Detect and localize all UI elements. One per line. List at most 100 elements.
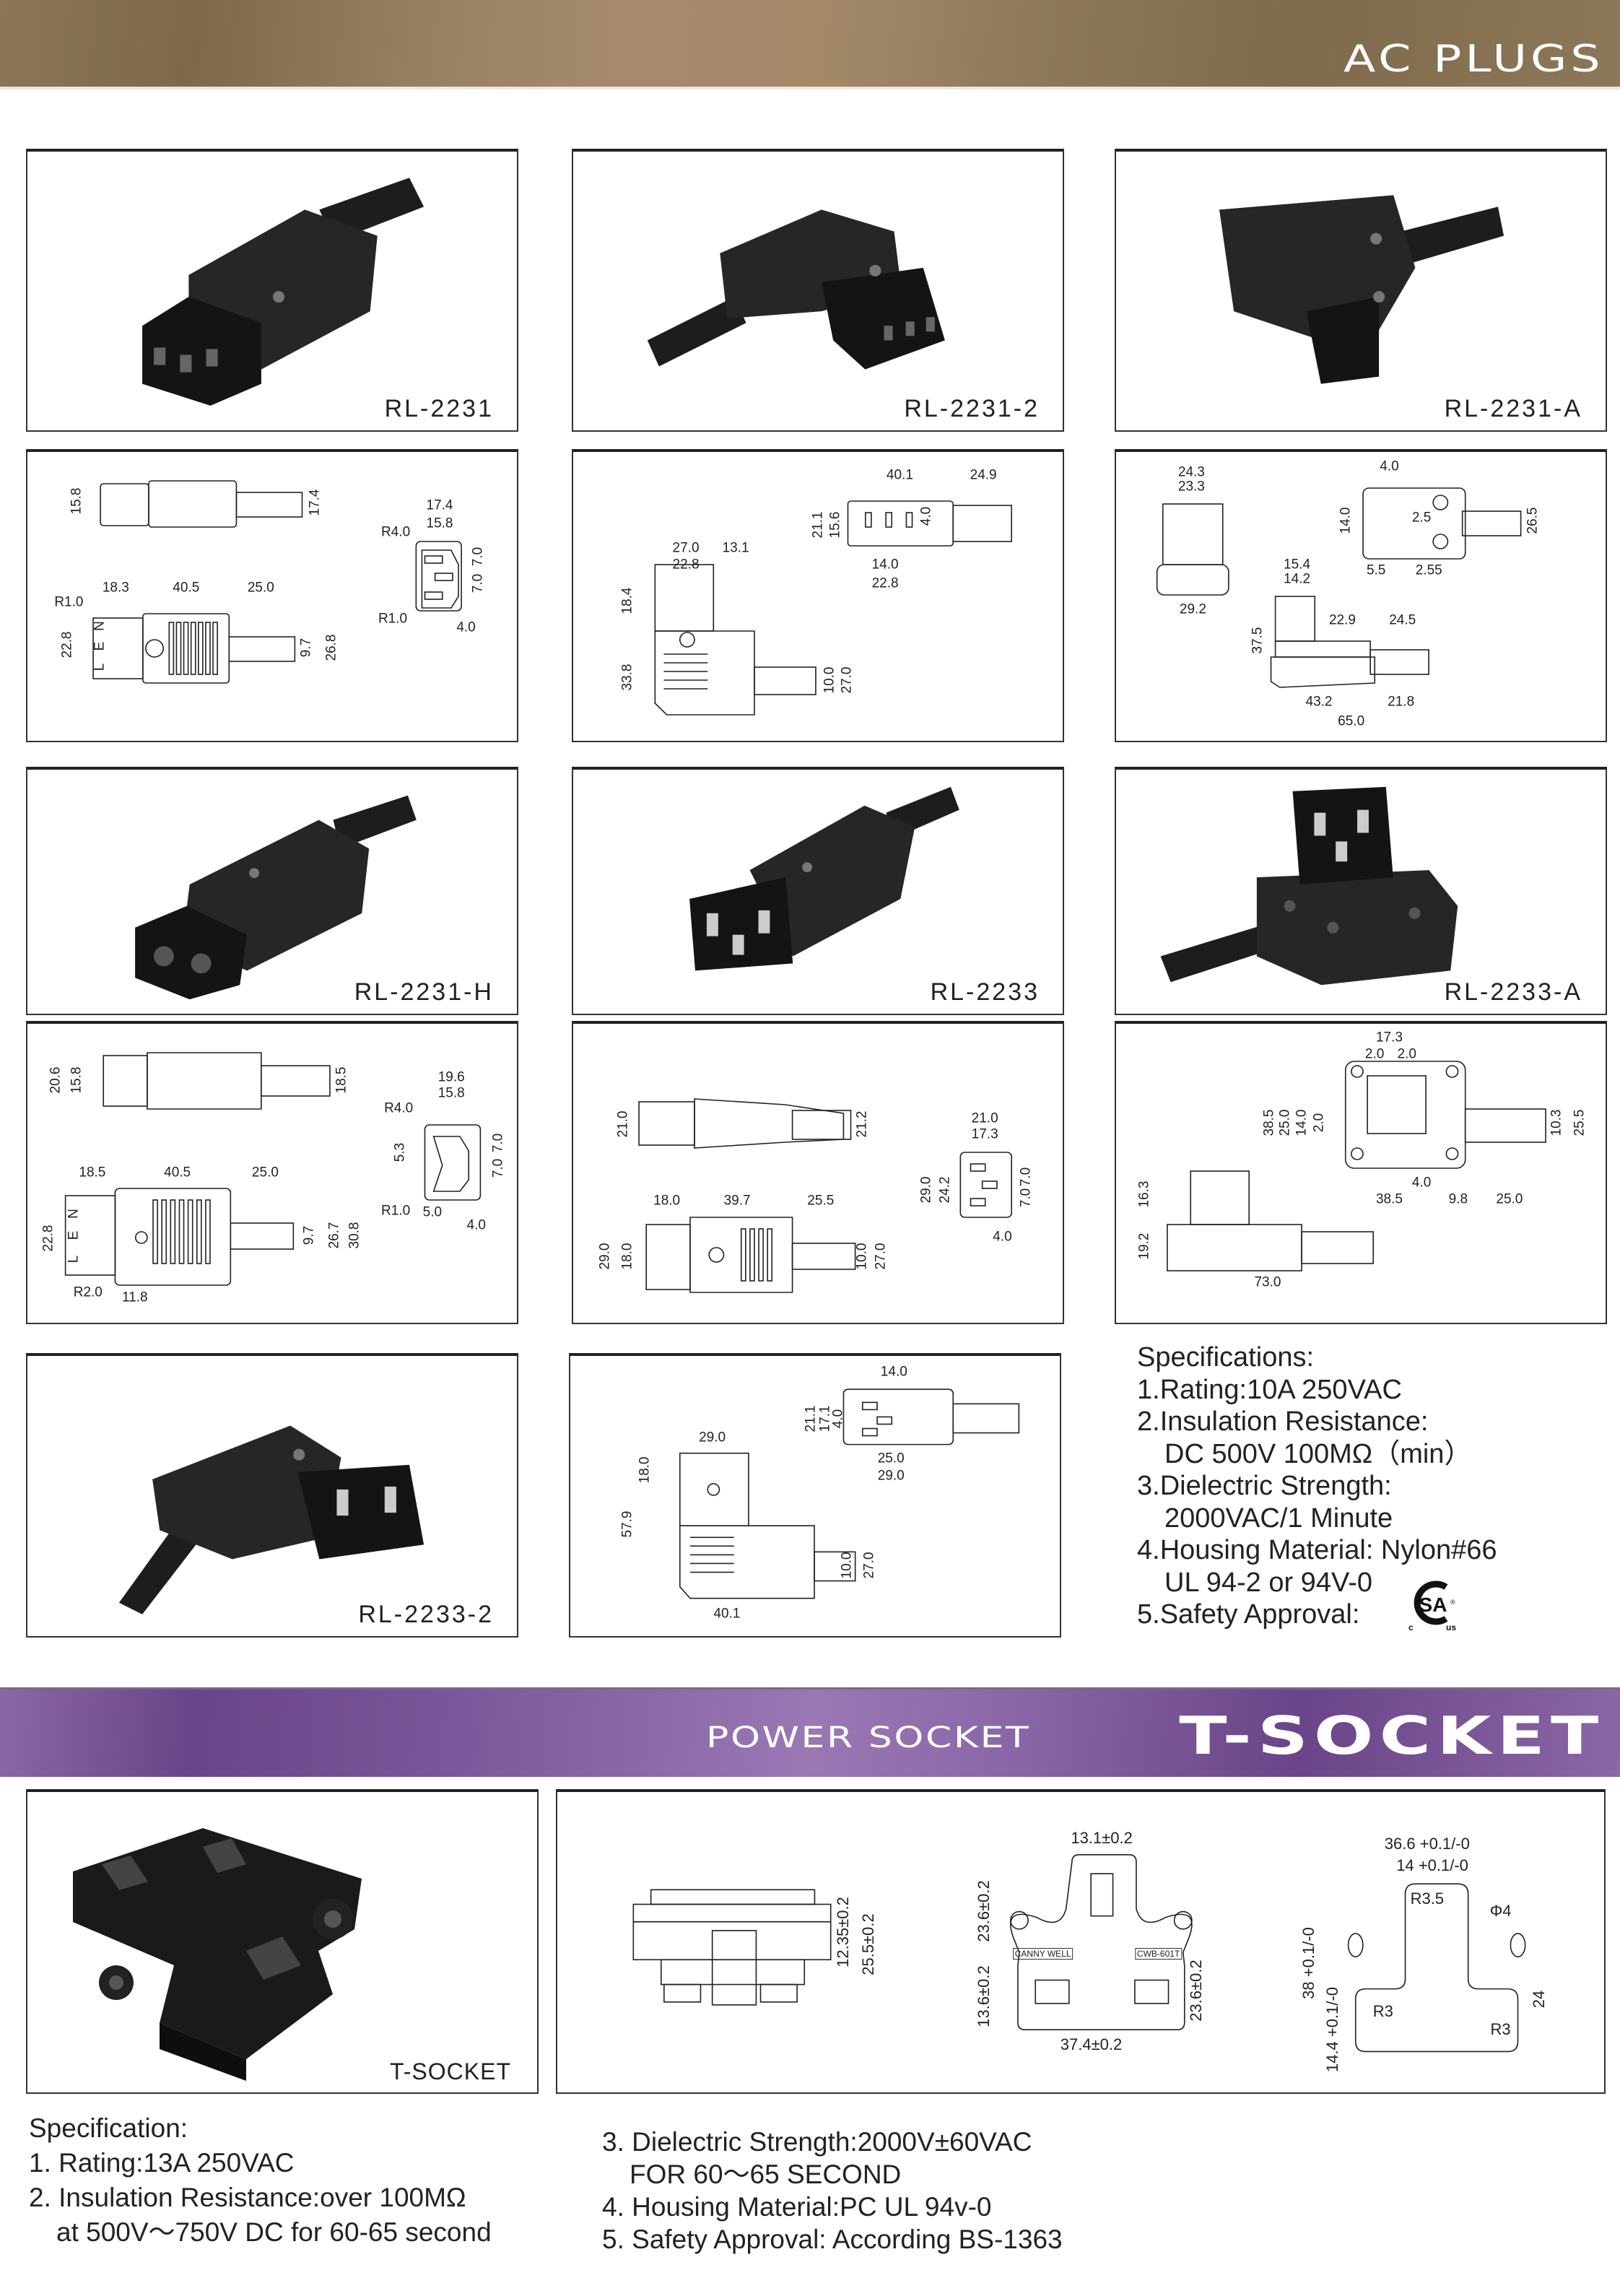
- dimension-label: 4.0: [918, 506, 934, 526]
- dimension-label: 22.8: [59, 631, 75, 658]
- header-banner: [0, 0, 1620, 90]
- dimension-label: 22.8: [672, 557, 700, 573]
- plug-image: [689, 786, 959, 971]
- dimension-label: 18.0: [619, 1243, 635, 1270]
- technical-drawing: [64, 1052, 482, 1286]
- dimension-label: 15.4: [1284, 557, 1311, 573]
- dimension-label: 40.1: [886, 467, 913, 483]
- csa-certification-logo: SA c us ®: [1404, 1574, 1462, 1632]
- dimension-label: 24.9: [970, 467, 997, 483]
- dimension-label: R3.5: [1410, 1889, 1445, 1908]
- dimension-label: 15.6: [827, 511, 843, 539]
- dimension-label: E: [92, 641, 108, 651]
- product-photo-t-socket: T-SOCKET: [26, 1789, 539, 2094]
- dimension-label: 7.0: [1018, 1167, 1034, 1187]
- plug-image: [118, 1425, 424, 1614]
- product-photo-rl-2231-2: RL-2231-2: [572, 149, 1064, 432]
- spec-housing-rating: UL 94-2 or 94V-0: [1164, 1567, 1372, 1598]
- svg-text:®: ®: [1450, 1599, 1455, 1606]
- dimension-label: 23.3: [1177, 479, 1205, 495]
- dimension-label: R4.0: [384, 1100, 414, 1116]
- drawing-rl-2231: [26, 449, 518, 742]
- dimension-label: 29.2: [1179, 601, 1206, 617]
- dimension-label: 2.55: [1415, 562, 1442, 578]
- product-photo-rl-2233: RL-2233: [572, 767, 1064, 1015]
- dimension-label: 27.0: [839, 666, 855, 694]
- section-title: T-SOCKET: [1178, 1705, 1604, 1766]
- model-label: RL-2231-H: [354, 978, 494, 1006]
- model-label: RL-2233-2: [358, 1601, 494, 1628]
- dimension-label: 27.0: [873, 1243, 889, 1270]
- specifications-heading: Specifications:: [1137, 1342, 1315, 1373]
- dimension-label: CANNY WELL: [1012, 1947, 1074, 1960]
- dimension-label: 33.8: [619, 664, 635, 691]
- product-photo-rl-2231-a: RL-2231-A: [1115, 149, 1607, 432]
- dimension-label: 37.4±0.2: [1060, 2035, 1123, 2054]
- dimension-label: 4.0: [830, 1409, 846, 1429]
- dimension-label: 5.0: [422, 1204, 443, 1220]
- product-photo-rl-2231: RL-2231: [26, 149, 518, 432]
- dimension-label: 15.8: [69, 487, 84, 515]
- spec-housing: 4.Housing Material: Nylon#66: [1137, 1535, 1497, 1565]
- dimension-label: 26.5: [1525, 507, 1541, 534]
- dimension-label: 15.8: [437, 1085, 465, 1101]
- dimension-label: N: [66, 1208, 81, 1219]
- t-socket-specification-left: Specification: 1. Rating:13A 250VAC 2. I…: [29, 2111, 492, 2250]
- drawing-rl-2233-2: [569, 1353, 1061, 1638]
- model-label: T-SOCKET: [389, 2058, 511, 2084]
- dimension-label: 25.5±0.2: [859, 1913, 878, 1975]
- dimension-label: 13.6±0.2: [975, 1965, 993, 2027]
- dimension-label: R4.0: [381, 524, 411, 540]
- model-label: RL-2231-2: [904, 395, 1040, 422]
- dimension-label: 18.5: [334, 1066, 349, 1094]
- dimension-label: CWB-601T: [1134, 1947, 1183, 1960]
- t-socket-specification-right: 3. Dielectric Strength:2000V±60VAC FOR 6…: [602, 2126, 1063, 2256]
- dimension-label: 10.0: [839, 1552, 855, 1579]
- spec-rating: 1. Rating:13A 250VAC: [29, 2148, 295, 2178]
- dimension-label: 24: [1530, 1990, 1549, 2009]
- dimension-label: 9.7: [301, 1226, 317, 1245]
- dimension-label: 10.0: [822, 666, 837, 694]
- model-label: RL-2231-A: [1444, 395, 1582, 422]
- dimension-label: 36.6 +0.1/-0: [1384, 1834, 1470, 1853]
- dimension-label: 18.0: [637, 1456, 653, 1484]
- dimension-label: 16.3: [1136, 1180, 1152, 1208]
- dimension-label: 19.2: [1136, 1232, 1152, 1259]
- dimension-label: 25.0: [1496, 1191, 1523, 1207]
- dimension-label: 11.8: [121, 1290, 148, 1305]
- dimension-label: R2.0: [73, 1284, 103, 1300]
- dimension-label: 26.7: [326, 1222, 342, 1249]
- spec-dielectric: 3.Dielectric Strength:: [1137, 1471, 1392, 1501]
- drawing-rl-2231-a: [1115, 449, 1607, 742]
- drawing-rl-2231-h: [26, 1021, 518, 1324]
- dimension-label: 18.0: [653, 1193, 681, 1209]
- dimension-label: 7.0: [470, 573, 486, 593]
- dimension-label: 10.3: [1549, 1109, 1564, 1136]
- dimension-label: 37.5: [1250, 627, 1266, 654]
- dimension-label: N: [92, 620, 108, 631]
- dimension-label: 40.5: [173, 580, 200, 596]
- dimension-label: 14.0: [1294, 1109, 1310, 1136]
- dimension-label: 15.8: [69, 1066, 84, 1094]
- dimension-label: 5.3: [392, 1142, 408, 1162]
- dimension-label: 4.0: [993, 1229, 1012, 1245]
- dimension-label: 21.0: [971, 1110, 998, 1126]
- plug-image: [647, 209, 945, 370]
- dimension-label: 9.8: [1448, 1191, 1468, 1207]
- dimension-label: 25.5: [1572, 1109, 1588, 1136]
- socket-image: [73, 1828, 362, 2081]
- dimension-label: 24.5: [1389, 612, 1416, 628]
- plug-image: [135, 795, 417, 1000]
- technical-drawing: [632, 1854, 1526, 2053]
- section-banner: [0, 1687, 1620, 1777]
- dimension-label: 25.0: [247, 580, 274, 596]
- dimension-label: 22.8: [871, 575, 899, 591]
- dimension-label: 21.1: [810, 511, 826, 539]
- dimension-label: 4.0: [1411, 1175, 1432, 1191]
- spec-dielectric-duration: FOR 60～65 SECOND: [630, 2160, 902, 2189]
- dimension-label: 12.35±0.2: [834, 1897, 853, 1968]
- dimension-label: 30.8: [347, 1222, 362, 1249]
- dimension-label: 17.3: [971, 1126, 998, 1142]
- spec-insulation: 2. Insulation Resistance:over 100MΩ: [29, 2183, 466, 2212]
- product-photo-rl-2233-a: RL-2233-A: [1115, 767, 1607, 1015]
